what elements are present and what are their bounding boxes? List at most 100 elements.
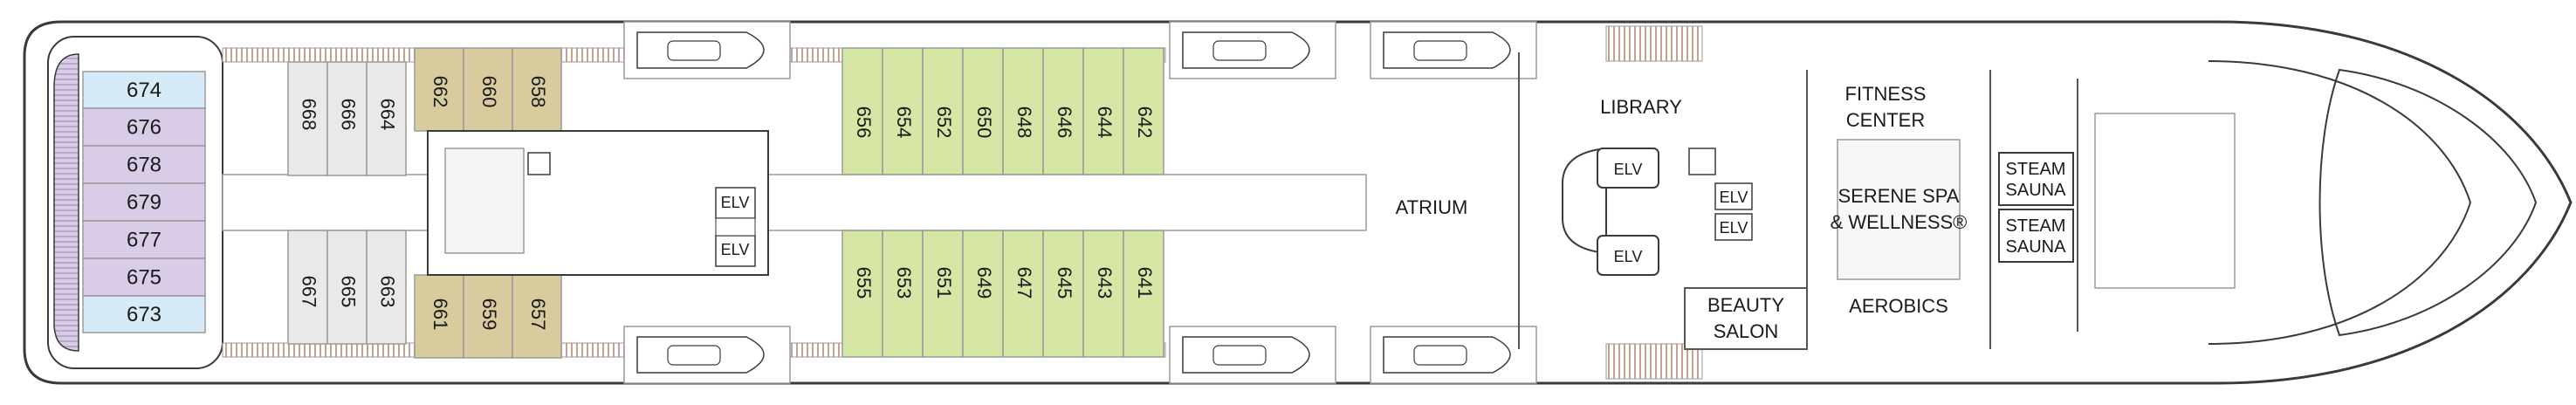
cabin-648[interactable] — [1002, 47, 1044, 175]
cabin-662[interactable] — [414, 47, 464, 132]
cabin-number-647: 647 — [1013, 267, 1035, 299]
aft-stair — [527, 152, 551, 175]
spa-label-1: SERENE SPA — [1838, 185, 1960, 207]
cabin-number-665: 665 — [338, 276, 360, 308]
promenade-top-bow — [1605, 25, 1703, 62]
cabin-number-663: 663 — [377, 276, 399, 308]
cabin-642[interactable] — [1123, 47, 1164, 175]
cabin-number-649: 649 — [973, 267, 995, 299]
steam-sauna-top — [1998, 152, 2074, 206]
cabin-668[interactable] — [287, 61, 328, 176]
cabin-number-656: 656 — [853, 106, 875, 139]
spa-label-2: & WELLNESS® — [1831, 211, 1968, 233]
cabin-673[interactable] — [82, 295, 206, 333]
cabin-number-641: 641 — [1134, 267, 1156, 299]
cabin-number-646: 646 — [1054, 106, 1075, 139]
cabin-658[interactable] — [512, 47, 562, 132]
beauty-salon-label-1: BEAUTY — [1707, 294, 1784, 316]
bow-anchor-well — [2318, 68, 2538, 337]
cabin-number-655: 655 — [853, 267, 875, 299]
cabin-number-650: 650 — [973, 106, 995, 139]
cabin-number-673: 673 — [127, 303, 161, 326]
cabin-661[interactable] — [414, 274, 464, 359]
corridor — [222, 174, 1367, 231]
cabin-679[interactable] — [82, 182, 206, 222]
cabin-number-679: 679 — [127, 191, 161, 215]
aerobics-label: AEROBICS — [1849, 295, 1948, 317]
aft-elv-top-label: ELV — [721, 194, 750, 211]
cabin-665[interactable] — [326, 230, 368, 345]
steam-sauna-top-label-2: SAUNA — [2006, 181, 2067, 200]
cabin-652[interactable] — [922, 47, 964, 175]
fore-machinery — [2094, 113, 2236, 289]
library-label: LIBRARY — [1600, 96, 1682, 118]
aft-elevator-bottom — [715, 235, 756, 267]
tender-boat — [1169, 326, 1336, 384]
aft-elv-bottom-label: ELV — [721, 241, 750, 258]
cabin-number-674: 674 — [127, 79, 161, 102]
cabin-659[interactable] — [463, 274, 513, 359]
aft-stairwell — [715, 217, 756, 237]
cabin-number-653: 653 — [893, 267, 915, 299]
atrium-label: ATRIUM — [1396, 196, 1468, 218]
tender-boat — [1370, 326, 1537, 384]
tender-boat — [623, 21, 791, 79]
spa-stair — [1688, 148, 1716, 175]
spa-elv-top-label: ELV — [1720, 189, 1748, 206]
spa-elevator-bottom — [1714, 213, 1753, 241]
atrium-elevator-top — [1597, 148, 1659, 189]
cabin-number-642: 642 — [1134, 106, 1156, 139]
spa-panel — [1837, 139, 1961, 280]
cabin-number-675: 675 — [127, 266, 161, 290]
atrium-elv-bottom-label: ELV — [1614, 248, 1643, 265]
tender-boat — [623, 326, 791, 384]
cabin-656[interactable] — [841, 47, 883, 175]
cabin-number-659: 659 — [478, 299, 500, 331]
fitness-center-label-2: CENTER — [1846, 109, 1925, 131]
cabin-number-662: 662 — [429, 76, 451, 108]
cabin-647[interactable] — [1002, 230, 1044, 358]
cabin-663[interactable] — [366, 230, 407, 345]
steam-sauna-bottom — [1998, 209, 2074, 263]
cabin-649[interactable] — [962, 230, 1004, 358]
cabin-678[interactable] — [82, 145, 206, 184]
cabin-645[interactable] — [1042, 230, 1084, 358]
beauty-salon-label-2: SALON — [1714, 320, 1779, 342]
cabin-641[interactable] — [1123, 230, 1164, 358]
spa-elv-bottom-label: ELV — [1720, 219, 1748, 237]
cabin-660[interactable] — [463, 47, 513, 132]
cabin-number-660: 660 — [478, 76, 500, 108]
cabin-664[interactable] — [366, 61, 407, 176]
cabin-677[interactable] — [82, 220, 206, 259]
cabin-657[interactable] — [512, 274, 562, 359]
stern-bench — [53, 53, 79, 352]
cabin-676[interactable] — [82, 107, 206, 147]
cabin-number-658: 658 — [527, 76, 549, 108]
cabin-650[interactable] — [962, 47, 1004, 175]
cabin-number-664: 664 — [377, 99, 399, 131]
cabin-653[interactable] — [882, 230, 924, 358]
atrium-elv-top-label: ELV — [1614, 161, 1643, 178]
cabin-number-644: 644 — [1094, 106, 1116, 139]
aft-elevator-top — [715, 187, 756, 219]
cabin-675[interactable] — [82, 257, 206, 297]
atrium-elevator-bottom — [1597, 235, 1659, 276]
cabin-number-667: 667 — [299, 276, 320, 308]
cabin-number-661: 661 — [429, 299, 451, 331]
cabin-674[interactable] — [82, 71, 206, 109]
cabin-number-654: 654 — [893, 106, 915, 139]
cabin-number-648: 648 — [1013, 106, 1035, 139]
cabin-644[interactable] — [1082, 47, 1124, 175]
fitness-center-label-1: FITNESS — [1845, 83, 1927, 105]
cabin-654[interactable] — [882, 47, 924, 175]
cabin-number-666: 666 — [338, 99, 360, 131]
cabin-number-651: 651 — [933, 267, 955, 299]
aft-core-room — [444, 148, 525, 254]
bow-deck-curve — [2208, 60, 2472, 345]
cabin-646[interactable] — [1042, 47, 1084, 175]
cabin-number-643: 643 — [1094, 267, 1116, 299]
tender-boat — [1169, 21, 1336, 79]
beauty-salon-room — [1684, 287, 1808, 350]
cabin-number-677: 677 — [127, 229, 161, 252]
